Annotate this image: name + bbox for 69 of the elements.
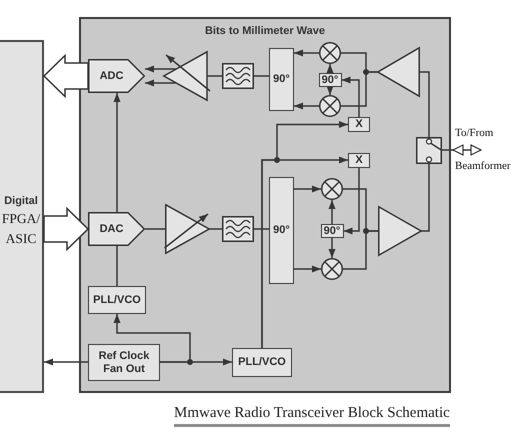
signal-arrow (342, 76, 360, 117)
signal-arrow (328, 200, 336, 224)
signal-arrow (326, 86, 334, 95)
signal-arrow (44, 358, 88, 366)
signal-arrow (114, 93, 120, 212)
caption-text: Mmwave Radio Transceiver Block Schematic (174, 405, 450, 427)
component-label: PLL/VCO (238, 356, 286, 369)
component-label: 90° (324, 226, 340, 236)
signal-arrow (160, 358, 232, 366)
phase-shifter-block (318, 73, 342, 87)
component-label: X (355, 155, 363, 166)
mixer-symbol (319, 42, 341, 64)
component-label: 90° (273, 224, 290, 237)
block-arrow (42, 54, 89, 98)
signal-line (254, 75, 269, 77)
switch-symbol (416, 137, 442, 164)
amplifier-symbol (378, 206, 422, 256)
pll-block (232, 348, 292, 377)
signal-line (421, 164, 430, 232)
converter-block (88, 59, 145, 93)
signal-line (419, 71, 430, 137)
component-label: 90° (322, 74, 338, 86)
signal-arrow (145, 80, 176, 86)
processor-panel (0, 40, 44, 393)
signal-line (254, 228, 269, 230)
component-label: DAC (100, 222, 124, 236)
filter-symbol (222, 216, 254, 242)
signal-line (209, 228, 222, 230)
signal-arrow (344, 168, 360, 234)
multiplier-block (348, 117, 370, 132)
signal-line (343, 230, 379, 270)
panel-title: Bits to Millimeter Wave (205, 25, 325, 38)
signal-line (341, 71, 378, 107)
panel-label: FPGA/ ASIC (0, 210, 42, 248)
multiplier-block (348, 153, 370, 168)
chip-panel (79, 17, 451, 393)
mixer-symbol (321, 258, 343, 280)
phase-splitter-block (269, 177, 294, 284)
signal-arrow (294, 186, 321, 192)
converter-block (88, 212, 145, 246)
block-arrow (43, 206, 90, 252)
signal-line (116, 246, 118, 286)
bidirectional-arrow (442, 144, 482, 156)
pll-block (88, 286, 146, 314)
signal-arrow (294, 50, 319, 56)
clock-block (88, 344, 160, 381)
component-label: ADC (100, 70, 124, 82)
signal-arrow (261, 156, 348, 348)
component-label: X (355, 119, 363, 130)
signal-arrow (326, 64, 334, 73)
mixer-symbol (319, 95, 341, 117)
variable-gain-amplifier-symbol (163, 204, 211, 254)
phase-splitter-block (269, 48, 294, 111)
signal-arrow (328, 238, 336, 258)
component-label: 90° (273, 73, 290, 86)
signal-arrow (145, 66, 176, 72)
signal-arrow (294, 102, 319, 110)
amplifier-symbol (377, 47, 420, 97)
signal-line (145, 228, 166, 230)
component-label: PLL/VCO (93, 294, 141, 306)
phase-shifter-block (320, 224, 344, 238)
filter-symbol (222, 63, 254, 89)
signal-arrow (294, 266, 321, 272)
panel-label: Digital (4, 194, 38, 208)
port-label: To/From Beamformer (455, 117, 511, 183)
mixer-symbol (321, 178, 343, 200)
component-label: Ref Clock Fan Out (98, 350, 150, 376)
signal-line (207, 75, 222, 77)
variable-gain-amplifier-symbol (163, 51, 212, 102)
